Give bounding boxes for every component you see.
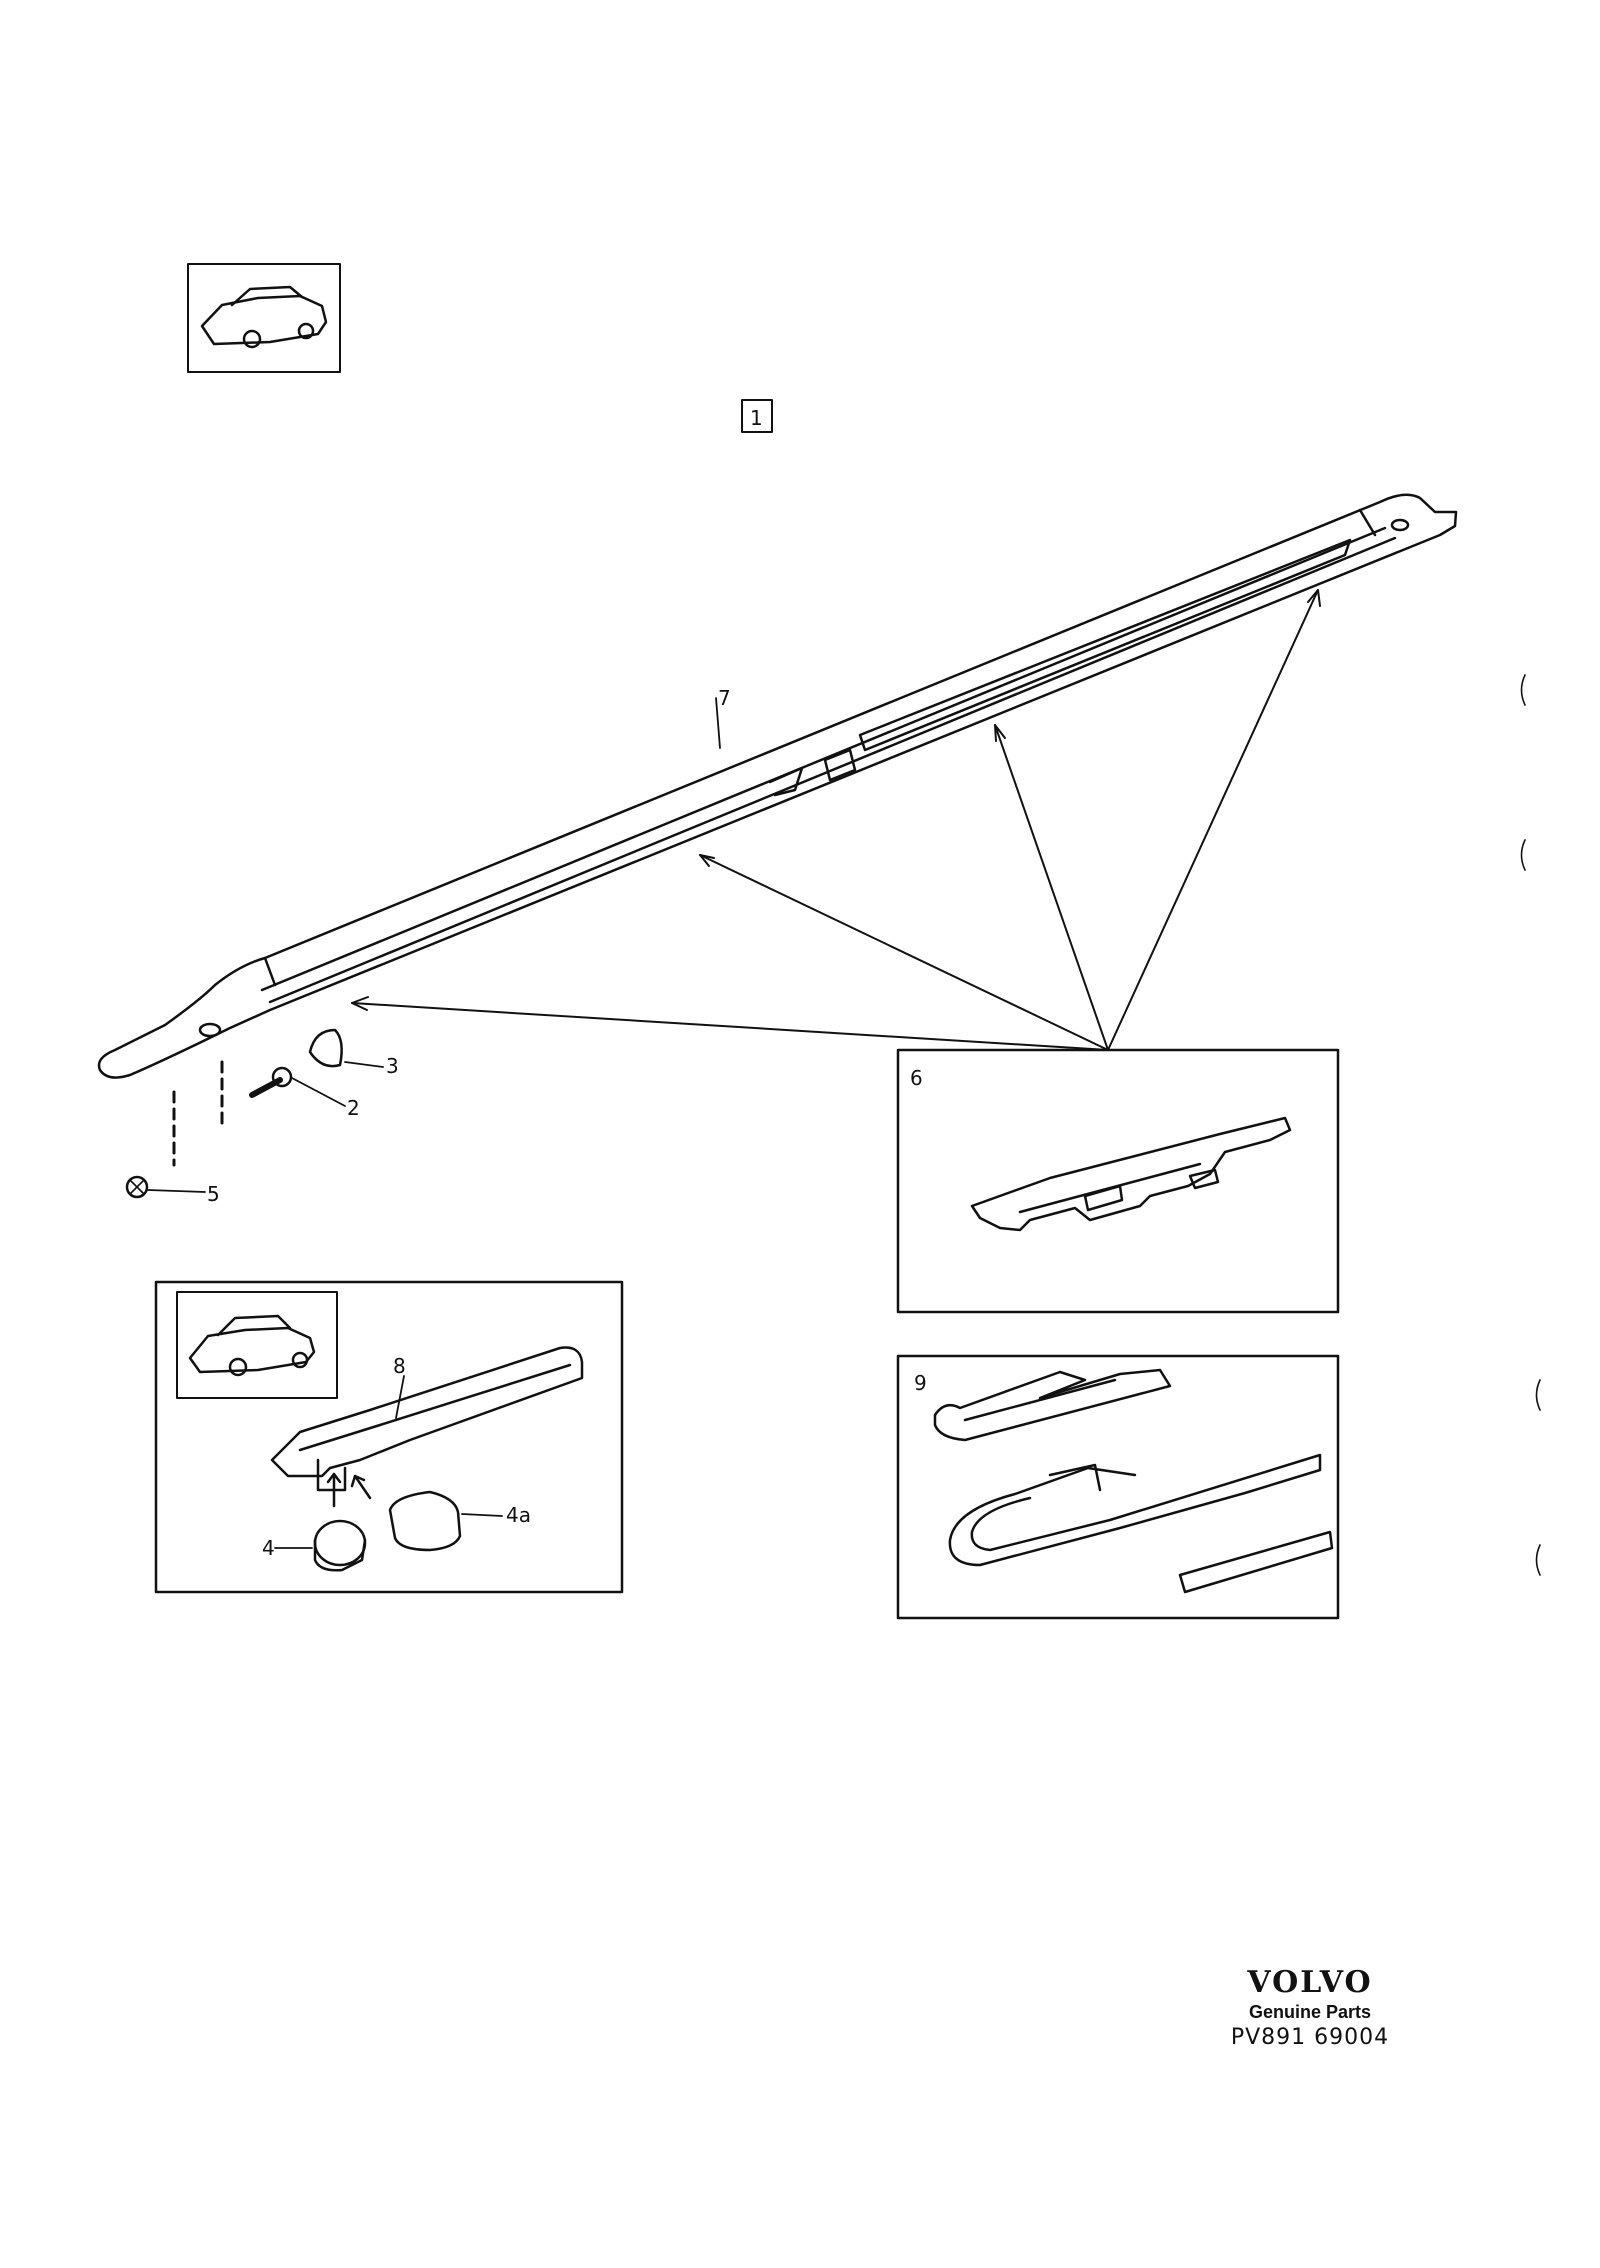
bushing-label: 4 [262,1536,275,1560]
brand-logo: VOLVO [1247,1965,1373,2000]
margin-mark [1535,1379,1541,1411]
detail-box-clip [896,1048,1340,1314]
brand-block: VOLVO Genuine Parts PV891 69004 [1180,1965,1440,2050]
brand-subtitle: Genuine Parts [1248,2002,1372,2022]
page-marker-box [741,399,773,433]
margin-mark [1520,839,1526,871]
detail-moulding-label: 8 [393,1354,406,1378]
cap [308,1028,384,1068]
page-marker-label: 1 [750,406,763,430]
screw [249,1066,346,1107]
car-thumbnail-top [187,263,341,373]
detail-arrows [351,589,1321,1051]
washer-label: 5 [207,1182,220,1206]
roof-rail [97,493,1458,1079]
margin-mark [1535,1544,1541,1576]
rail-leader [715,697,721,749]
diagram-reference: PV891 69004 [1230,2025,1390,2050]
mounting-dashes [172,1060,224,1167]
screw-label: 2 [347,1096,360,1120]
cap-label: 3 [386,1054,399,1078]
detail-clip-label: 6 [910,1066,923,1090]
clip-label: 4a [506,1503,531,1527]
washer [125,1175,206,1199]
margin-mark [1520,674,1526,706]
detail-box-moulding [154,1280,624,1594]
rail-label: 7 [718,686,731,710]
detail-box-strip [896,1354,1340,1620]
detail-strip-label: 9 [914,1371,927,1395]
